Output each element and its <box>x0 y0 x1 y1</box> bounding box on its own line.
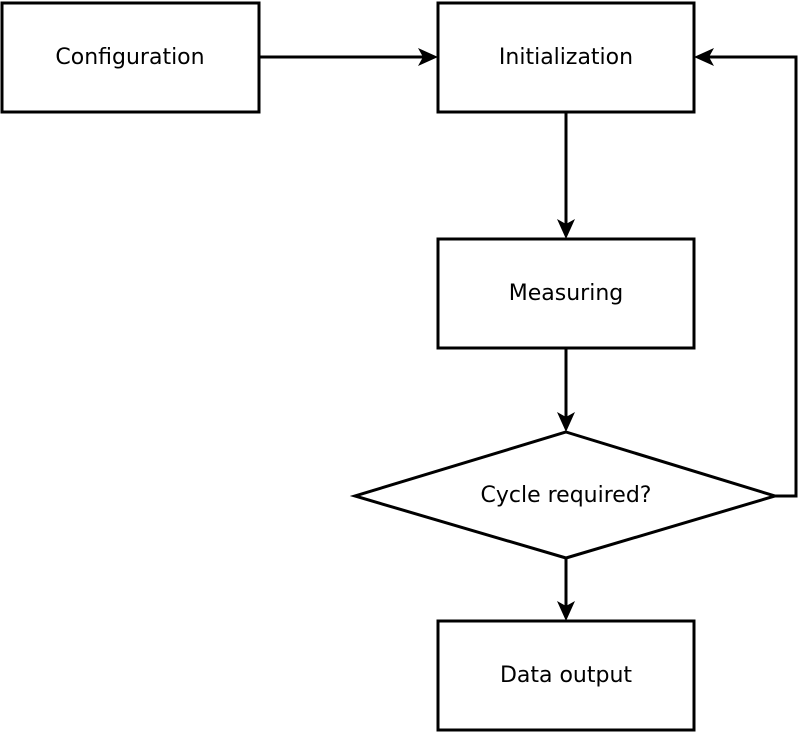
node-initialization[interactable]: Initialization <box>436 1 696 114</box>
node-cycle-required[interactable]: Cycle required? <box>349 430 781 560</box>
arrow-head-cycle-top <box>557 412 575 432</box>
node-cycle-required-label: Cycle required? <box>481 483 652 508</box>
node-measuring-label: Measuring <box>509 281 623 306</box>
edge-cycle-initialization-feedback <box>694 48 798 498</box>
node-cycle-required-shape[interactable] <box>349 430 781 560</box>
node-initialization-label: Initialization <box>499 45 633 70</box>
node-initialization-shape[interactable] <box>436 1 696 114</box>
edge-cycle-data-output <box>557 558 575 621</box>
node-configuration[interactable]: Configuration <box>0 1 261 114</box>
node-measuring[interactable]: Measuring <box>436 237 696 350</box>
arrow-head-data-output-top <box>557 601 575 621</box>
node-configuration-shape[interactable] <box>0 1 261 114</box>
edge-configuration-initialization <box>259 48 438 66</box>
arrow-head-initialization-left <box>418 48 438 66</box>
node-data-output-shape[interactable] <box>436 619 696 732</box>
arrow-head-measuring-top <box>557 219 575 239</box>
node-configuration-label: Configuration <box>55 45 204 70</box>
node-measuring-shape[interactable] <box>436 237 696 350</box>
node-data-output-label: Data output <box>500 663 632 688</box>
edge-line-cycle-initialization-feedback <box>705 55 798 498</box>
arrow-head-initialization-right <box>694 48 714 66</box>
node-data-output[interactable]: Data output <box>436 619 696 732</box>
edge-initialization-measuring <box>557 112 575 239</box>
edge-measuring-cycle <box>557 348 575 432</box>
